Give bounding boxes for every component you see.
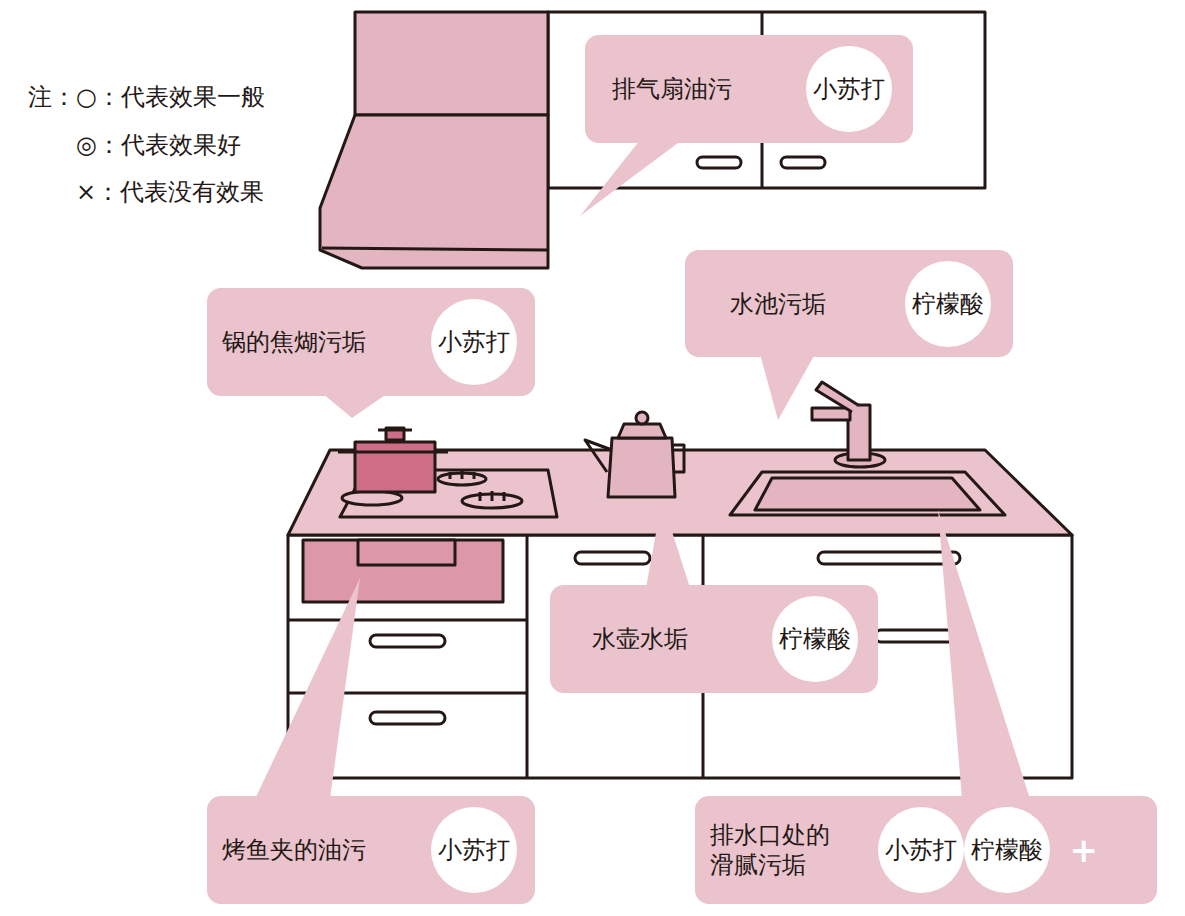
kettle xyxy=(608,438,675,497)
agent-circle: 柠檬酸 xyxy=(905,261,991,347)
callout-box: 水壶水垢 柠檬酸 xyxy=(550,585,878,693)
node-text: 小苏打 xyxy=(438,328,510,356)
node-text: 水池污垢 xyxy=(730,289,826,319)
callout-box: 排气扇油污 小苏打 xyxy=(585,35,913,143)
node-text: 柠檬酸 xyxy=(912,290,984,318)
callout-box: 排水口处的滑腻污垢 小苏打柠檬酸 + xyxy=(695,796,1157,904)
agent-circle: 柠檬酸 xyxy=(964,807,1050,893)
node-text: 排水口处的滑腻污垢 xyxy=(710,820,840,880)
agent-circle: 小苏打 xyxy=(431,299,517,385)
node-text: 烤鱼夹的油污 xyxy=(222,835,366,865)
node-text: 小苏打 xyxy=(813,75,885,103)
node-text: 柠檬酸 xyxy=(779,625,851,653)
callout-box: 水池污垢 柠檬酸 xyxy=(685,250,1013,357)
node-text: 小苏打 xyxy=(885,836,957,864)
legend-entry: ×：代表没有效果 xyxy=(76,177,264,207)
plus-sign: + xyxy=(1070,833,1099,867)
agent-circle: 小苏打 xyxy=(878,807,964,893)
node-text: 锅的焦煳污垢 xyxy=(222,327,366,357)
fish-grill xyxy=(303,540,503,602)
callout-box: 烤鱼夹的油污 小苏打 xyxy=(207,796,535,904)
range-hood xyxy=(355,12,548,115)
agent-circle: 小苏打 xyxy=(431,807,517,893)
callout-box: 锅的焦煳污垢 小苏打 xyxy=(207,288,535,396)
pot xyxy=(355,442,435,492)
node-text: 水壶水垢 xyxy=(592,624,688,654)
agent-circle: 小苏打 xyxy=(806,46,892,132)
node-text: 小苏打 xyxy=(438,836,510,864)
agent-circle: 柠檬酸 xyxy=(772,596,858,682)
callout-tail xyxy=(255,140,1030,799)
sink xyxy=(730,472,1005,515)
node-text: 柠檬酸 xyxy=(971,836,1043,864)
note-label: 注： xyxy=(28,82,76,112)
legend-entry: ○：代表效果一般 xyxy=(76,82,265,112)
wall-cabinet xyxy=(548,12,985,188)
node-text: 排气扇油污 xyxy=(612,74,732,104)
legend-entry: ◎：代表效果好 xyxy=(76,130,241,160)
